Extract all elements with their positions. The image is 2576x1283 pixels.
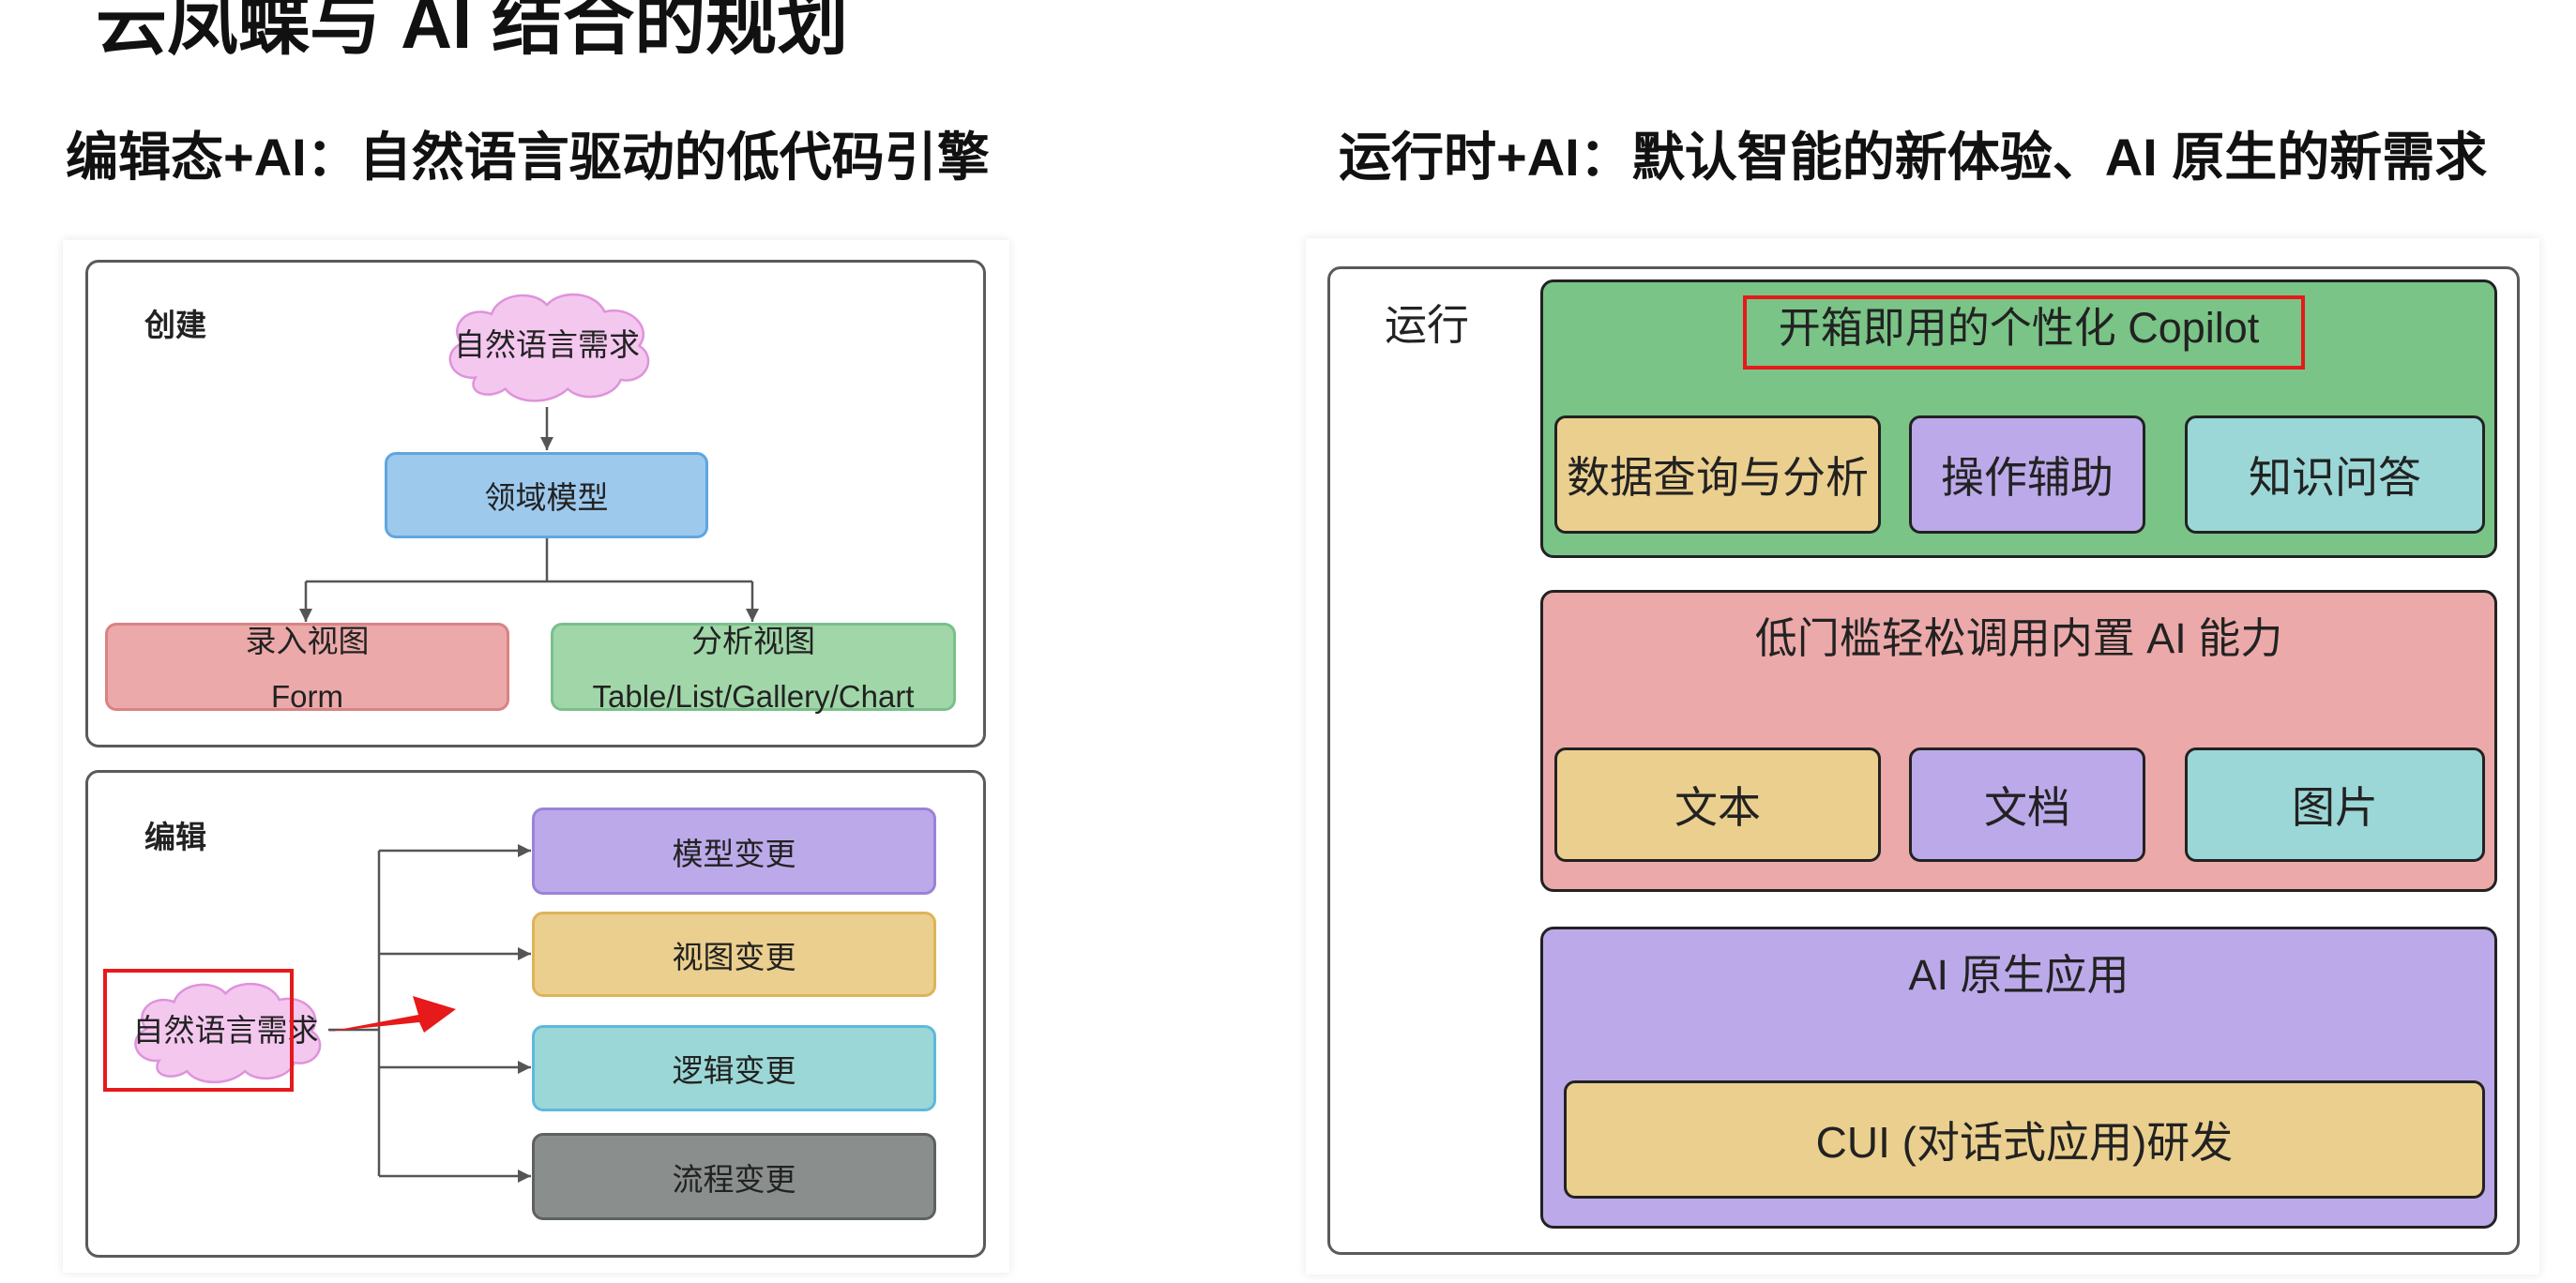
runtime-frame bbox=[1327, 266, 2520, 1255]
cloud-shape-icon bbox=[432, 282, 662, 407]
edit-section-frame bbox=[85, 770, 986, 1258]
data-query-item: 数据查询与分析 bbox=[1554, 415, 1881, 534]
create-section-label: 创建 bbox=[144, 308, 206, 342]
requirement-text: 自然语言需求 bbox=[454, 326, 640, 362]
ai-native-layer-title: AI 原生应用 bbox=[1908, 951, 2129, 999]
image-item: 图片 bbox=[2185, 747, 2485, 862]
runtime-heading: 运行时+AI：默认智能的新体验、AI 原生的新需求 bbox=[1339, 128, 2488, 187]
runtime-label: 运行 bbox=[1385, 301, 1470, 349]
builtin-ai-layer: 低门槛轻松调用内置 AI 能力 文本 文档 图片 bbox=[1540, 590, 2497, 892]
editing-heading: 编辑态+AI：自然语言驱动的低代码引擎 bbox=[66, 128, 990, 187]
ai-native-layer: AI 原生应用 CUI (对话式应用)研发 bbox=[1540, 927, 2497, 1229]
analysis-view-box: 分析视图 Table/List/Gallery/Chart bbox=[551, 623, 956, 714]
requirement-cloud-create: 自然语言需求 bbox=[432, 282, 662, 407]
domain-model-box: 领域模型 bbox=[385, 452, 708, 538]
cloud-shape-icon bbox=[118, 973, 333, 1088]
requirement-cloud-edit: 自然语言需求 bbox=[118, 973, 333, 1088]
copilot-layer-title: 开箱即用的个性化 Copilot bbox=[1778, 304, 2260, 352]
copilot-layer: 开箱即用的个性化 Copilot 数据查询与分析 操作辅助 知识问答 bbox=[1540, 279, 2497, 558]
slide-title: 云凤蝶与 AI 结合的规划 bbox=[96, 0, 849, 64]
document-item: 文档 bbox=[1909, 747, 2145, 862]
analysis-view-subtitle: Table/List/Gallery/Chart bbox=[592, 679, 915, 714]
logic-change-box: 逻辑变更 bbox=[532, 1025, 936, 1111]
knowledge-qa-item: 知识问答 bbox=[2185, 415, 2485, 534]
builtin-ai-layer-title: 低门槛轻松调用内置 AI 能力 bbox=[1754, 614, 2283, 662]
cui-development-item: CUI (对话式应用)研发 bbox=[1564, 1080, 2485, 1199]
highlight-box-copilot bbox=[1743, 295, 2305, 370]
analysis-view-title: 分析视图 bbox=[691, 624, 815, 658]
operation-assist-item: 操作辅助 bbox=[1909, 415, 2145, 534]
text-item: 文本 bbox=[1554, 747, 1881, 862]
input-view-title: 录入视图 bbox=[245, 624, 370, 658]
flow-change-box: 流程变更 bbox=[532, 1133, 936, 1220]
view-change-box: 视图变更 bbox=[532, 912, 936, 997]
highlight-box-requirement bbox=[103, 969, 294, 1092]
edit-section-label: 编辑 bbox=[144, 820, 206, 854]
model-change-box: 模型变更 bbox=[532, 808, 936, 895]
input-view-box: 录入视图 Form bbox=[105, 623, 509, 714]
input-view-subtitle: Form bbox=[271, 679, 343, 714]
requirement-text: 自然语言需求 bbox=[132, 1012, 319, 1048]
create-section-frame bbox=[85, 260, 986, 747]
